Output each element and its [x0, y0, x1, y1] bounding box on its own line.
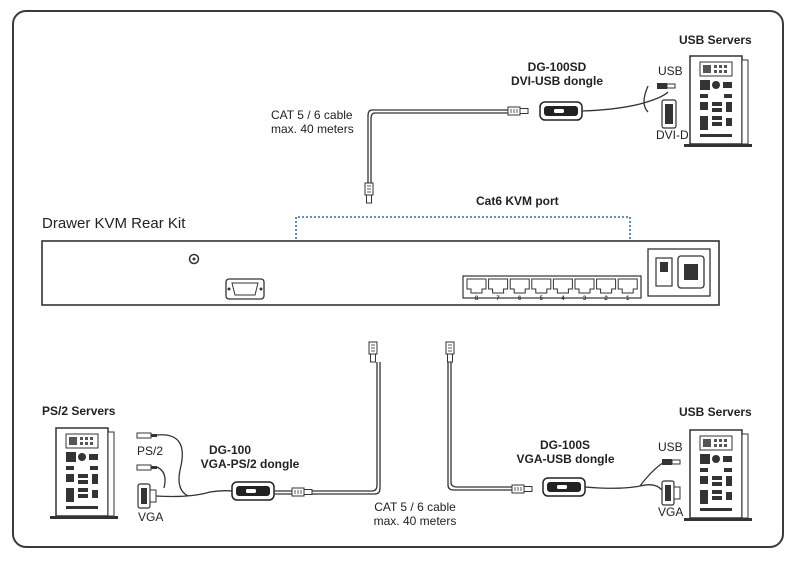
- left-dongle-model: DG-100: [208, 443, 252, 457]
- right-usb-server-tower-icon: [683, 429, 753, 522]
- rj45-port-6: [509, 278, 530, 294]
- port-number-label: 4: [561, 296, 565, 302]
- top-cat-cable: [364, 106, 529, 204]
- right-server-label: USB Servers: [679, 405, 752, 419]
- right-vga-label: VGA: [658, 505, 684, 519]
- ps2-server-tower-icon: [49, 427, 119, 520]
- top-cable-rj45-plug-bottom: [364, 182, 374, 204]
- right-usb-plug-icon: [661, 458, 681, 466]
- top-usb-plug-icon: [656, 82, 676, 90]
- left-vga-label: VGA: [138, 510, 164, 524]
- rj45-port-7: [488, 278, 509, 294]
- port-number-label: 1: [626, 296, 630, 302]
- left-dongle-leads: [136, 432, 233, 509]
- left-server-label: PS/2 Servers: [42, 404, 116, 418]
- rj45-port-1: [617, 278, 638, 294]
- rj45-port-2: [596, 278, 617, 294]
- cat6-port-highlight: [295, 216, 631, 239]
- top-usb-label: USB: [658, 64, 683, 78]
- port-number-label: 3: [583, 296, 587, 302]
- bottom-cable-line1: CAT 5 / 6 cable: [374, 500, 456, 514]
- cat6-port-label: Cat6 KVM port: [476, 194, 559, 208]
- bottom-cable-line2: max. 40 meters: [373, 514, 457, 528]
- top-dongle-desc: DVI-USB dongle: [511, 74, 603, 88]
- right-dongle-model: DG-100S: [539, 438, 591, 452]
- right-cable-rj45-plug: [511, 484, 533, 494]
- port-number-label: 2: [604, 296, 608, 302]
- right-dongle-leads: [584, 458, 681, 506]
- left-cat-cable: [274, 341, 381, 497]
- right-usb-label: USB: [658, 440, 683, 454]
- left-ps2-label: PS/2: [137, 444, 164, 458]
- diagram-frame: [12, 10, 784, 548]
- top-cable-rj45-plug-right: [507, 106, 529, 116]
- right-cat-cable: [445, 341, 533, 494]
- power-module: [647, 248, 711, 297]
- right-dongle-desc: VGA-USB dongle: [516, 452, 615, 466]
- port-number-label: 8: [475, 296, 479, 302]
- top-server-label: USB Servers: [679, 33, 752, 47]
- rj45-port-5: [531, 278, 552, 294]
- right-vga-connector-icon: [661, 480, 681, 506]
- port-number-label: 7: [496, 296, 500, 302]
- rear-panel: [41, 240, 720, 306]
- dg-100s-dongle-icon: [542, 477, 586, 497]
- rj45-port-3: [574, 278, 595, 294]
- top-dongle-model: DG-100SD: [527, 60, 587, 74]
- top-cable-line1: CAT 5 / 6 cable: [271, 108, 353, 122]
- left-dongle-desc: VGA-PS/2 dongle: [200, 457, 300, 471]
- right-cable-rj45-plug-top: [445, 341, 455, 363]
- port-number-label: 6: [518, 296, 522, 302]
- left-cable-rj45-plug: [291, 487, 313, 497]
- top-dongle-leads: [581, 82, 677, 129]
- kit-title: Drawer KVM Rear Kit: [42, 215, 186, 232]
- top-usb-server-tower-icon: [683, 55, 753, 148]
- top-dvi-label: DVI-D: [656, 128, 689, 142]
- port-number-label: 5: [540, 296, 544, 302]
- left-cable-rj45-plug-top: [368, 341, 378, 363]
- top-cable-line2: max. 40 meters: [271, 122, 354, 136]
- rj45-port-8: [466, 278, 487, 294]
- dg-100sd-dongle-icon: [539, 101, 583, 121]
- vga-port-icon: [225, 278, 265, 300]
- vga-connector-icon: [137, 483, 157, 509]
- dg-100-dongle-icon: [231, 481, 275, 501]
- rj45-port-4: [552, 278, 573, 294]
